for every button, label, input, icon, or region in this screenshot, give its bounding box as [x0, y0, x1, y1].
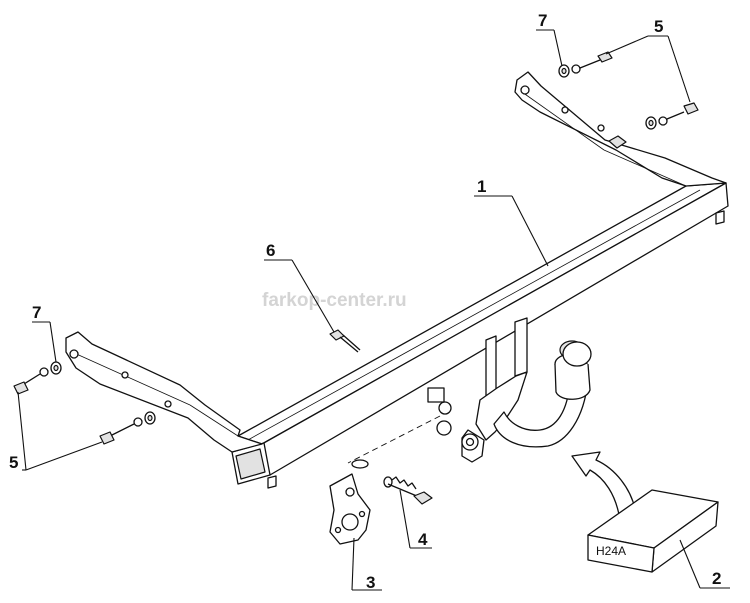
- cross-beam: [231, 182, 729, 489]
- right-side-bracket: [514, 71, 727, 187]
- bolt-6: [329, 329, 361, 353]
- callout-5-left: 5: [9, 453, 18, 472]
- callout-2: 2: [712, 569, 721, 588]
- assembly-axis: [347, 415, 441, 464]
- callout-3: 3: [366, 573, 375, 592]
- top-fasteners: [558, 51, 699, 130]
- socket-plate: [329, 473, 371, 545]
- callout-4: 4: [418, 530, 428, 549]
- callout-6: 6: [266, 241, 275, 260]
- callout-labels: 1 2 3 4 5 5 6 7 7: [9, 11, 721, 592]
- callout-7-top: 7: [538, 11, 547, 30]
- watermark-text: farkop-center.ru: [262, 290, 407, 311]
- callout-7-left: 7: [32, 303, 41, 322]
- box-code-label: H24A: [596, 544, 626, 558]
- left-side-bracket: [65, 331, 263, 453]
- rotation-arrow: [571, 451, 637, 521]
- callout-5-top: 5: [654, 17, 663, 36]
- product-box: H24A: [587, 489, 719, 573]
- left-fasteners: [13, 361, 156, 445]
- leader-lines: [17, 29, 730, 591]
- callout-1: 1: [477, 177, 486, 196]
- ball-mount: [427, 317, 592, 463]
- bolt-spring-assembly: [351, 459, 433, 505]
